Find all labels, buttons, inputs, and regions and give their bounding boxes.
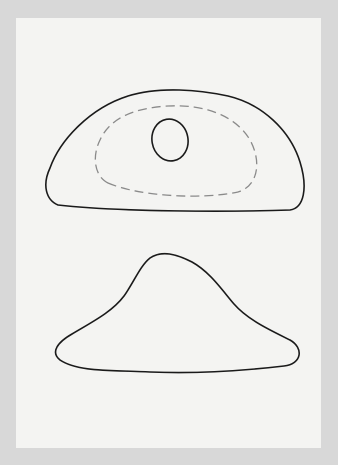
small-oval — [149, 116, 192, 164]
upper-outline — [46, 90, 304, 211]
lower-mound-outline — [56, 254, 300, 373]
inner-dashed-outline — [95, 106, 256, 196]
